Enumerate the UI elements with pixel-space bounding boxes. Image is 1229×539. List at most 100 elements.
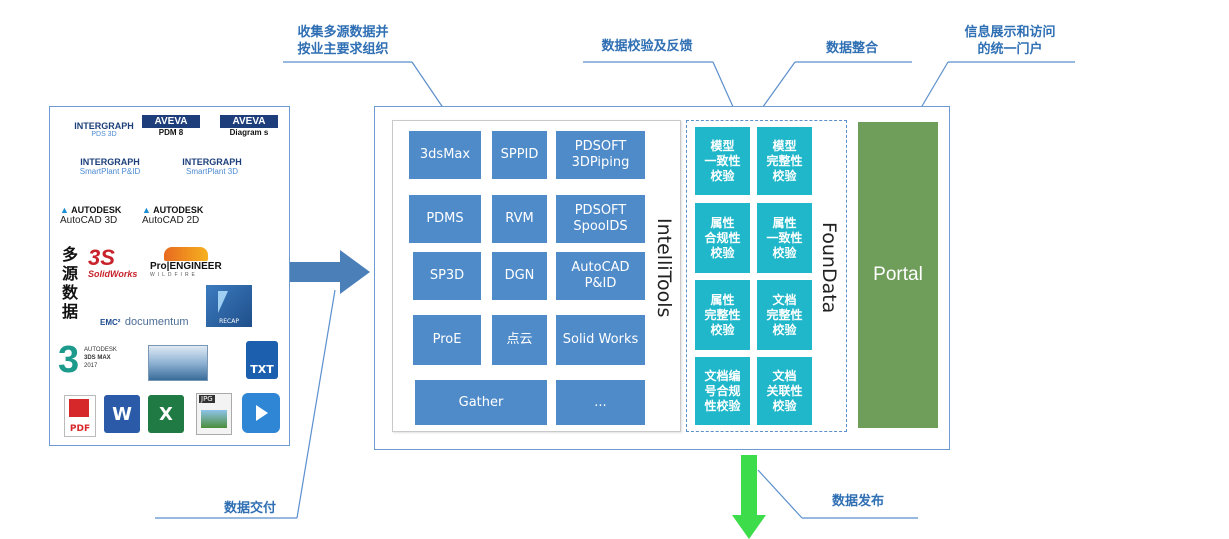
label-char: 源 [62, 264, 79, 283]
txt-file-icon: TXT [246, 341, 278, 379]
foundata-panel [686, 120, 847, 432]
intergraph-text: INTERGRAPH [182, 157, 242, 167]
intergraph-pds-logo: INTERGRAPH PDS 3D [72, 121, 136, 138]
word-file-icon: W [104, 395, 140, 433]
intergraph-text: INTERGRAPH [74, 121, 134, 131]
portal-callout-line2: 的统一门户 [977, 42, 1043, 57]
play-icon [256, 405, 268, 421]
tool-3dsmax: 3dsMax [409, 131, 481, 179]
emc-text: EMC² [100, 318, 121, 327]
plant-screenshot-image [148, 345, 208, 381]
intergraph-sp3d-logo: INTERGRAPH SmartPlant 3D [172, 157, 252, 176]
tool-sppid: SPPID [492, 131, 547, 179]
tool-point-cloud: 点云 [492, 315, 547, 365]
portal-callout: 信息展示和访问 的统一门户 [950, 24, 1070, 58]
documentum-text: documentum [124, 316, 189, 328]
proengineer-subtext: WILDFIRE [150, 272, 198, 278]
3dsmax-line1: AUTODESK [84, 347, 117, 353]
recap-text: RECAP [219, 318, 239, 325]
check-doc-relation: 文档 关联性 校验 [757, 357, 812, 425]
collect-callout-line1: 收集多源数据并 [297, 25, 389, 40]
tool-more: ... [556, 380, 645, 425]
landscape-icon [201, 410, 227, 428]
pdf-symbol-icon [69, 399, 89, 417]
excel-file-icon: X [148, 395, 184, 433]
check-doc-completeness: 文档 完整性 校验 [757, 280, 812, 350]
tool-dgn: DGN [492, 252, 547, 300]
video-file-icon [242, 393, 280, 433]
intellitools-label: IntelliTools [653, 218, 675, 318]
spid-subtext: SmartPlant P&ID [79, 167, 141, 176]
autodesk-word: AUTODESK [153, 205, 204, 215]
verify-callout: 数据校验及反馈 [601, 39, 693, 54]
tool-gather: Gather [415, 380, 547, 425]
jpg-file-icon: JPG [196, 393, 232, 435]
autodesk-icon: ▲ [60, 205, 72, 215]
aveva-subtext: PDM 8 [158, 128, 184, 137]
aveva-diagrams-logo: AVEVA Diagram s [220, 115, 278, 137]
label-char: 多 [62, 245, 79, 264]
3dsmax-number: 3 [58, 339, 80, 381]
autodesk-text: ▲ AUTODESK [60, 205, 134, 215]
tool-rvm: RVM [492, 195, 547, 243]
autocad3d-logo: ▲ AUTODESK AutoCAD 3D [60, 205, 134, 226]
tool-autocad-pid: AutoCAD P&ID [556, 252, 645, 300]
label-char: 数 [62, 283, 79, 302]
aveva-text: AVEVA [142, 115, 200, 128]
publish-callout: 数据发布 [831, 494, 884, 509]
integrate-callout: 数据整合 [825, 41, 878, 56]
check-model-completeness: 模型 完整性 校验 [757, 127, 812, 195]
publish-arrow [732, 455, 766, 539]
recap-shape-icon [218, 291, 228, 313]
3dsmax-logo: 3 AUTODESK 3DS MAX 2017 [58, 339, 128, 383]
tool-sp3d: SP3D [413, 252, 481, 300]
sp3d-subtext: SmartPlant 3D [185, 167, 239, 176]
check-attr-consistency: 属性 一致性 校验 [757, 203, 812, 273]
check-attr-compliance: 属性 合规性 校验 [695, 203, 750, 273]
intergraph-text: INTERGRAPH [80, 157, 140, 167]
source-panel: INTERGRAPH PDS 3D AVEVA PDM 8 AVEVA Diag… [49, 106, 290, 446]
solidworks-logo: 3S SolidWorks [88, 245, 138, 280]
proengineer-text: Pro|ENGINEER [150, 261, 222, 272]
foundata-label: FounData [818, 222, 840, 314]
portal-label: Portal [873, 264, 923, 285]
aveva-text: AVEVA [220, 115, 278, 128]
autodesk-text: ▲ AUTODESK [142, 205, 216, 215]
collect-callout: 收集多源数据并 按业主要求组织 [283, 24, 403, 58]
recap-logo: RECAP [206, 285, 252, 327]
check-model-consistency: 模型 一致性 校验 [695, 127, 750, 195]
tool-pdsoft-spoolds: PDSOFT SpoolDS [556, 195, 645, 243]
jpg-text: JPG [199, 395, 215, 403]
autodesk-icon: ▲ [142, 205, 154, 215]
3dsmax-line3: 2017 [84, 363, 98, 369]
aveva-subtext: Diagram s [229, 128, 269, 137]
3dsmax-line2: 3DS MAX [84, 355, 111, 361]
multi-source-label: 多 源 数 据 [62, 245, 82, 321]
data-flow-arrow [288, 250, 370, 294]
pdf-file-icon: PDF [64, 395, 96, 437]
documentum-logo: EMC² documentum [100, 312, 220, 330]
tool-proe: ProE [413, 315, 481, 365]
pds-subtext: PDS 3D [91, 131, 117, 138]
flame-icon [164, 247, 208, 261]
deliver-callout: 数据交付 [223, 501, 276, 516]
autocad3d-text: AutoCAD 3D [60, 215, 118, 226]
autodesk-word: AUTODESK [71, 205, 122, 215]
tool-pdsoft-3dpiping: PDSOFT 3DPiping [556, 131, 645, 179]
label-char: 据 [62, 302, 79, 321]
check-attr-completeness: 属性 完整性 校验 [695, 280, 750, 350]
tool-pdms: PDMS [409, 195, 481, 243]
portal-box: Portal [858, 122, 938, 428]
proengineer-logo: Pro|ENGINEER WILDFIRE [150, 247, 250, 278]
check-doc-number-compliance: 文档编 号合规 性校验 [695, 357, 750, 425]
autocad2d-text: AutoCAD 2D [142, 215, 200, 226]
aveva-pdm-logo: AVEVA PDM 8 [142, 115, 200, 137]
autocad2d-logo: ▲ AUTODESK AutoCAD 2D [142, 205, 216, 226]
intergraph-spid-logo: INTERGRAPH SmartPlant P&ID [66, 157, 154, 176]
tool-solidworks: Solid Works [556, 315, 645, 365]
pdf-text: PDF [69, 424, 91, 434]
ds-icon: 3S [88, 245, 115, 270]
collect-callout-line2: 按业主要求组织 [297, 42, 389, 57]
portal-callout-line1: 信息展示和访问 [964, 25, 1056, 40]
